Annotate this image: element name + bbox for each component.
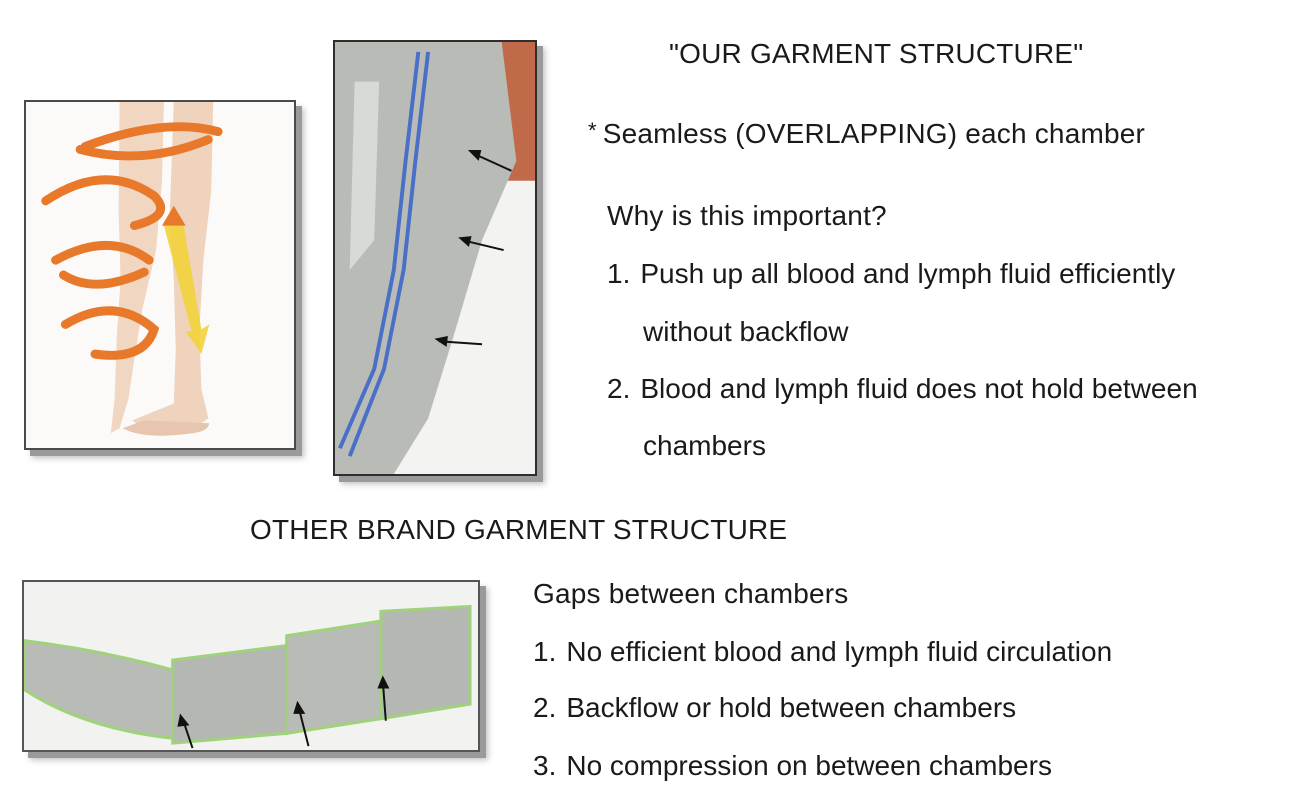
our-structure-title: "OUR GARMENT STRUCTURE"	[669, 38, 1084, 69]
seamless-headline: *Seamless (OVERLAPPING) each chamber	[588, 118, 1145, 150]
our-reason-item: 2. Blood and lymph fluid does not hold be…	[607, 373, 1198, 405]
bullet-symbol: *	[588, 118, 597, 143]
seamless-headline-text: Seamless (OVERLAPPING) each chamber	[602, 118, 1146, 149]
other-structure-title: OTHER BRAND GARMENT STRUCTURE	[250, 514, 788, 545]
our-reason-item: 1. Push up all blood and lymph fluid effi…	[607, 258, 1175, 290]
gaps-headline: Gaps between chambers	[533, 578, 849, 609]
legs-illustration	[26, 102, 294, 448]
reason-number: 2.	[607, 373, 631, 404]
our-garment-photo	[333, 40, 537, 476]
issue-text: Backflow or hold between chambers	[566, 692, 1017, 723]
reason-text-line2: chambers	[643, 430, 766, 461]
reason-text-line2: without backflow	[643, 316, 849, 347]
issue-number: 1.	[533, 636, 557, 667]
other-issue-item: 3. No compression on between chambers	[533, 750, 1052, 782]
other-issue-item: 2. Backflow or hold between chambers	[533, 692, 1016, 724]
other-issue-item: 1. No efficient blood and lymph fluid cir…	[533, 636, 1112, 668]
issue-number: 3.	[533, 750, 557, 781]
reason-text-line1: Push up all blood and lymph fluid effici…	[640, 258, 1176, 289]
legs-circulation-photo	[24, 100, 296, 450]
issue-text: No compression on between chambers	[566, 750, 1052, 781]
other-brand-garment-photo	[22, 580, 480, 752]
other-garment-illustration	[24, 582, 478, 750]
why-question: Why is this important?	[607, 200, 887, 231]
reason-text-line1: Blood and lymph fluid does not hold betw…	[640, 373, 1198, 404]
issue-number: 2.	[533, 692, 557, 723]
garment-illustration	[335, 42, 535, 474]
reason-number: 1.	[607, 258, 631, 289]
issue-text: No efficient blood and lymph fluid circu…	[566, 636, 1113, 667]
